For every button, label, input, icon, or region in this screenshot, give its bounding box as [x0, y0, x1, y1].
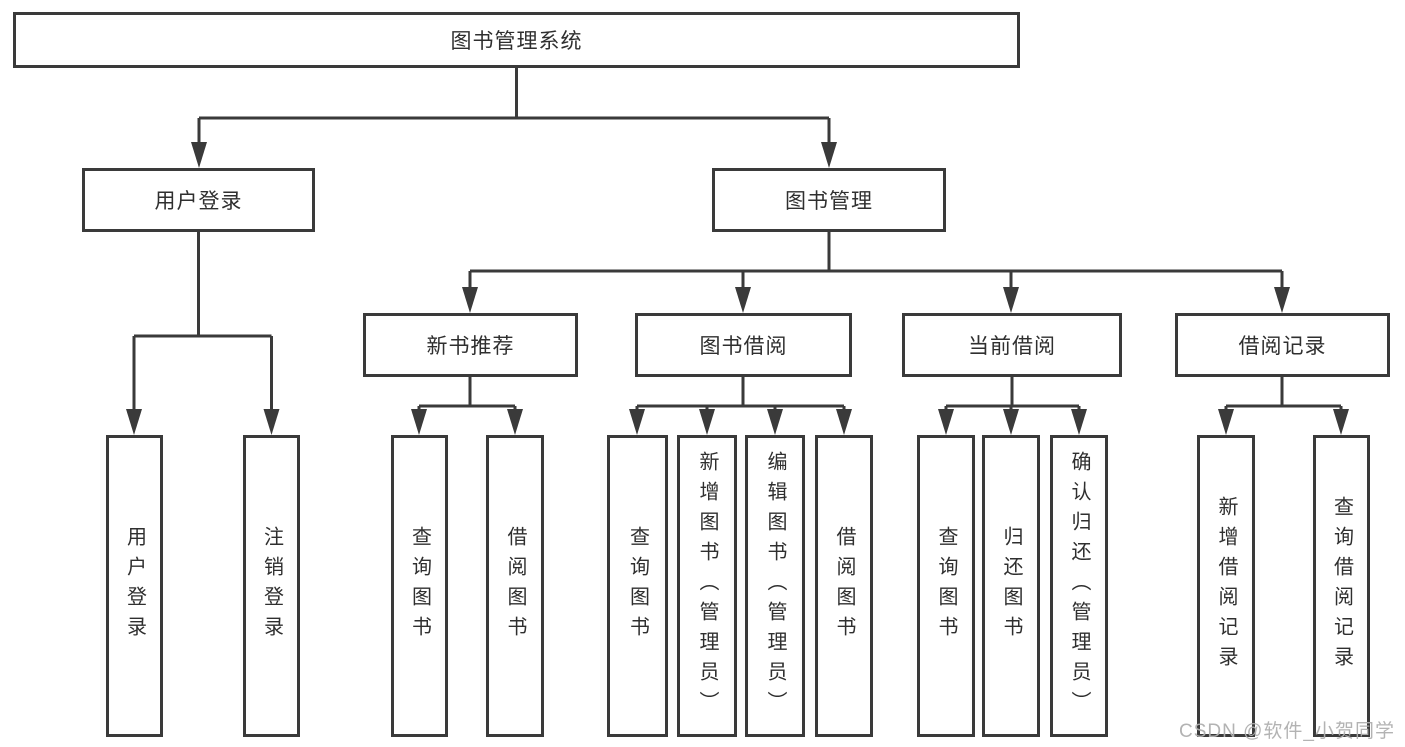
- arrow-current: [1003, 287, 1019, 313]
- node-current-borrow-label: 当前借阅: [968, 335, 1056, 358]
- leaf-user-login-label: 用户登录: [123, 526, 146, 646]
- node-book-borrow-label: 图书借阅: [699, 335, 788, 358]
- leaf-query-books-recommend: 查询图书: [391, 435, 448, 737]
- leaf-borrow-books-label: 借阅图书: [833, 526, 855, 646]
- leaf-add-book-admin: 新增图书（管理员）: [677, 435, 737, 737]
- leaf-edit-book-admin-label: 编辑图书（管理员）: [764, 451, 786, 721]
- leaf-query-books-borrow-label: 查询图书: [626, 526, 649, 646]
- arrowheads: [126, 142, 1349, 435]
- arrow-d3: [1071, 409, 1087, 435]
- leaf-add-borrow-record: 新增借阅记录: [1197, 435, 1255, 737]
- leaf-edit-book-admin: 编辑图书（管理员）: [745, 435, 805, 737]
- arrow-leaf-logout: [263, 409, 280, 435]
- node-book-management-label: 图书管理: [785, 190, 873, 213]
- arrow-d2: [1003, 409, 1019, 435]
- node-book-management: 图书管理: [712, 168, 946, 232]
- node-book-borrow: 图书借阅: [635, 313, 852, 377]
- arrow-e2: [1333, 409, 1349, 435]
- leaf-borrow-books-recommend-label: 借阅图书: [504, 526, 526, 646]
- leaf-logout: 注销登录: [243, 435, 300, 737]
- leaf-logout-label: 注销登录: [260, 526, 283, 646]
- node-current-borrow: 当前借阅: [902, 313, 1122, 377]
- leaf-query-books-current: 查询图书: [917, 435, 975, 737]
- node-root: 图书管理系统: [13, 12, 1020, 68]
- arrow-c3: [767, 409, 783, 435]
- arrow-borrow: [735, 287, 751, 313]
- arrow-b2: [507, 409, 523, 435]
- leaf-query-books-borrow: 查询图书: [607, 435, 668, 737]
- leaf-return-books: 归还图书: [982, 435, 1040, 737]
- leaf-query-books-recommend-label: 查询图书: [408, 526, 431, 646]
- arrow-e1: [1218, 409, 1234, 435]
- leaf-user-login: 用户登录: [106, 435, 163, 737]
- leaf-query-borrow-record: 查询借阅记录: [1313, 435, 1370, 737]
- arrow-c2: [699, 409, 715, 435]
- leaf-confirm-return-admin-label: 确认归还（管理员）: [1068, 451, 1090, 721]
- node-borrow-records: 借阅记录: [1175, 313, 1390, 377]
- leaf-borrow-books-recommend: 借阅图书: [486, 435, 544, 737]
- arrow-records: [1274, 287, 1290, 313]
- leaf-return-books-label: 归还图书: [1000, 526, 1022, 646]
- node-user-login: 用户登录: [82, 168, 315, 232]
- arrow-c4: [836, 409, 852, 435]
- node-root-label: 图书管理系统: [450, 30, 583, 53]
- csdn-watermark: CSDN @软件_小贺同学: [1179, 721, 1395, 742]
- arrow-d1: [938, 409, 954, 435]
- leaf-add-book-admin-label: 新增图书（管理员）: [696, 451, 718, 721]
- leaf-add-borrow-record-label: 新增借阅记录: [1215, 496, 1237, 676]
- leaf-query-borrow-record-label: 查询借阅记录: [1330, 496, 1353, 676]
- arrow-c1: [629, 409, 645, 435]
- node-new-book-recommend-label: 新书推荐: [426, 335, 515, 358]
- leaf-confirm-return-admin: 确认归还（管理员）: [1050, 435, 1108, 737]
- arrow-leaf-login: [126, 409, 142, 435]
- leaf-borrow-books: 借阅图书: [815, 435, 873, 737]
- leaf-query-books-current-label: 查询图书: [935, 526, 957, 646]
- node-borrow-records-label: 借阅记录: [1238, 335, 1327, 358]
- arrow-user-login: [191, 142, 207, 168]
- node-new-book-recommend: 新书推荐: [363, 313, 578, 377]
- arrow-b1: [411, 409, 427, 435]
- arrow-newrec: [462, 287, 478, 313]
- node-user-login-label: 用户登录: [154, 190, 243, 213]
- arrow-book-mgmt: [821, 142, 837, 168]
